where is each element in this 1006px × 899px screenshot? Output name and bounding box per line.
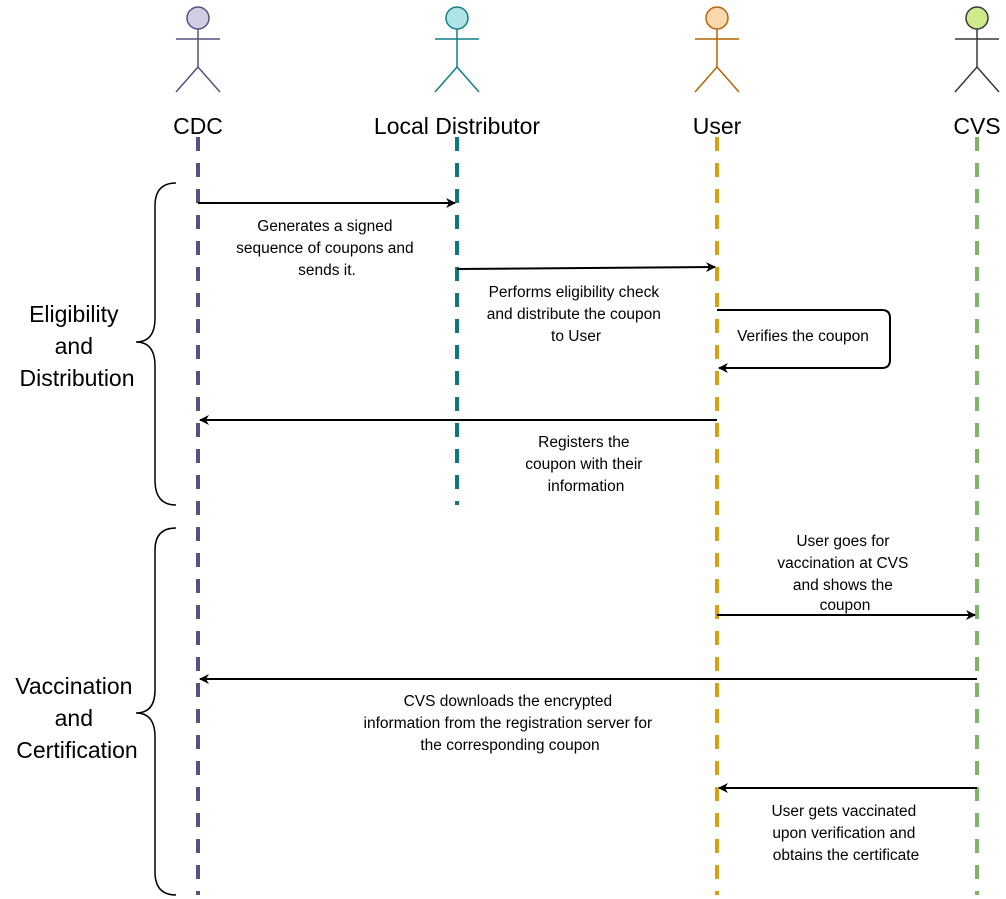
- message-label-line: sequence of coupons and: [236, 240, 414, 257]
- message-label: Registers the coupon with their informat…: [525, 434, 647, 495]
- stick-figure-icon: [434, 6, 480, 93]
- phase-brace-eligibility: [135, 182, 177, 506]
- message-label-line: coupon with their: [525, 456, 642, 473]
- message-label-line: vaccination at CVS: [777, 555, 908, 572]
- actor-label-user: User: [693, 113, 742, 139]
- actor-cvs: CVS: [953, 6, 1001, 139]
- message-label-line: upon verification and: [772, 825, 915, 842]
- phase-label-line: and: [55, 705, 93, 731]
- message-label: CVS downloads the encrypted information …: [364, 693, 657, 754]
- message-arrow: [456, 262, 716, 273]
- message-generate-coupons: Generates a signed sequence of coupons a…: [198, 198, 456, 279]
- actor-local-distributor: Local Distributor: [374, 6, 541, 139]
- stick-figure-icon: [175, 6, 221, 93]
- phase-label-line: Vaccination: [15, 673, 132, 699]
- message-label-line: User gets vaccinated: [771, 803, 916, 820]
- message-label: Verifies the coupon: [737, 328, 869, 345]
- message-label-line: Performs eligibility check: [489, 284, 660, 301]
- message-show-coupon: User goes for vaccination at CVS and sho…: [717, 533, 976, 620]
- message-download-info: CVS downloads the encrypted information …: [199, 674, 977, 754]
- actor-user: User: [693, 6, 742, 139]
- actor-label-cvs: CVS: [953, 113, 1000, 139]
- message-label: User goes for vaccination at CVS and sho…: [777, 533, 912, 614]
- message-vaccinate: User gets vaccinated upon verification a…: [718, 783, 977, 864]
- message-label-line: information from the registration server…: [364, 715, 653, 732]
- message-label-line: information: [548, 478, 625, 495]
- phase-label-vaccination: Vaccination and Certification: [15, 673, 139, 763]
- actor-cdc: CDC: [173, 6, 223, 139]
- phase-label-line: Eligibility: [29, 301, 119, 327]
- actor-label-local-distributor: Local Distributor: [374, 113, 541, 139]
- actor-label-cdc: CDC: [173, 113, 223, 139]
- stick-figure-icon: [694, 6, 740, 93]
- phase-label-line: Certification: [16, 737, 137, 763]
- message-label-line: Generates a signed: [257, 218, 392, 235]
- message-label: User gets vaccinated upon verification a…: [771, 803, 920, 864]
- phase-label-eligibility: Eligibility and Distribution: [19, 301, 134, 391]
- message-label-line: Verifies the coupon: [737, 328, 869, 345]
- phase-labels: Eligibility and Distribution Vaccination…: [15, 301, 139, 763]
- message-label-line: CVS downloads the encrypted: [404, 693, 613, 710]
- message-label-line: coupon: [820, 597, 871, 614]
- message-label-line: to User: [551, 328, 601, 345]
- message-label-line: and distribute the coupon: [487, 306, 661, 323]
- message-label-line: the corresponding coupon: [420, 737, 599, 754]
- messages: Generates a signed sequence of coupons a…: [198, 198, 977, 864]
- stick-figure-icon: [954, 6, 1000, 93]
- lifelines: [196, 137, 979, 895]
- message-eligibility-check: Performs eligibility check and distribut…: [456, 262, 716, 345]
- phase-braces: [135, 182, 177, 896]
- message-arrow: [717, 309, 891, 373]
- phase-label-line: Distribution: [19, 365, 134, 391]
- message-label: Performs eligibility check and distribut…: [487, 284, 665, 345]
- message-label-line: obtains the certificate: [773, 847, 919, 864]
- message-label-line: and shows the: [793, 577, 893, 594]
- message-label-line: User goes for: [796, 533, 889, 550]
- message-register-coupon: Registers the coupon with their informat…: [199, 415, 717, 495]
- message-verify-coupon: Verifies the coupon: [717, 309, 891, 373]
- phase-label-line: and: [55, 333, 93, 359]
- message-label-line: Registers the: [538, 434, 629, 451]
- message-label: Generates a signed sequence of coupons a…: [236, 218, 418, 279]
- message-label-line: sends it.: [298, 262, 356, 279]
- phase-brace-vaccination: [135, 527, 177, 896]
